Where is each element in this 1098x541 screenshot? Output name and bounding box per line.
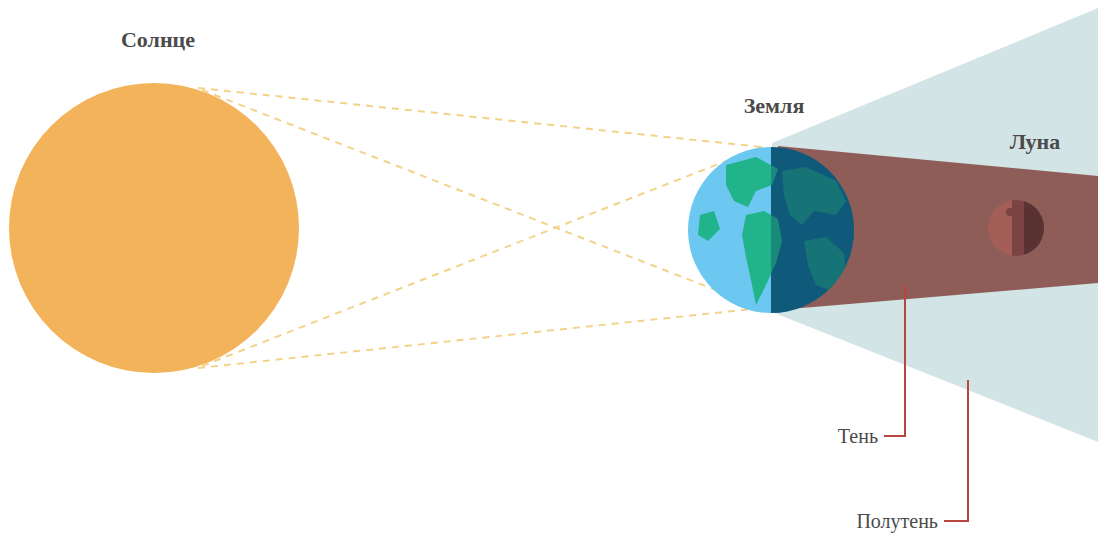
penumbra-region [772,8,1098,442]
leader-lines [884,285,968,521]
earth-globe [686,145,856,315]
moon-disc [986,198,1084,258]
region-label-wrap: Тень [838,424,878,448]
region-label: Полутень [856,509,938,533]
sun-circle [9,83,299,373]
moon-node: Луна [981,128,1089,258]
sun-node: Солнце [9,26,307,373]
body-name: Солнце [9,26,307,54]
moon-shape [986,198,1046,258]
earth-node: Земля [684,92,864,315]
body-name: Земля [684,92,864,120]
region-label: Тень [838,424,878,448]
sun-shape [9,83,299,373]
body-name: Луна [981,128,1089,156]
region-label-wrap: Полутень [856,509,938,533]
earth-shape [686,145,856,315]
